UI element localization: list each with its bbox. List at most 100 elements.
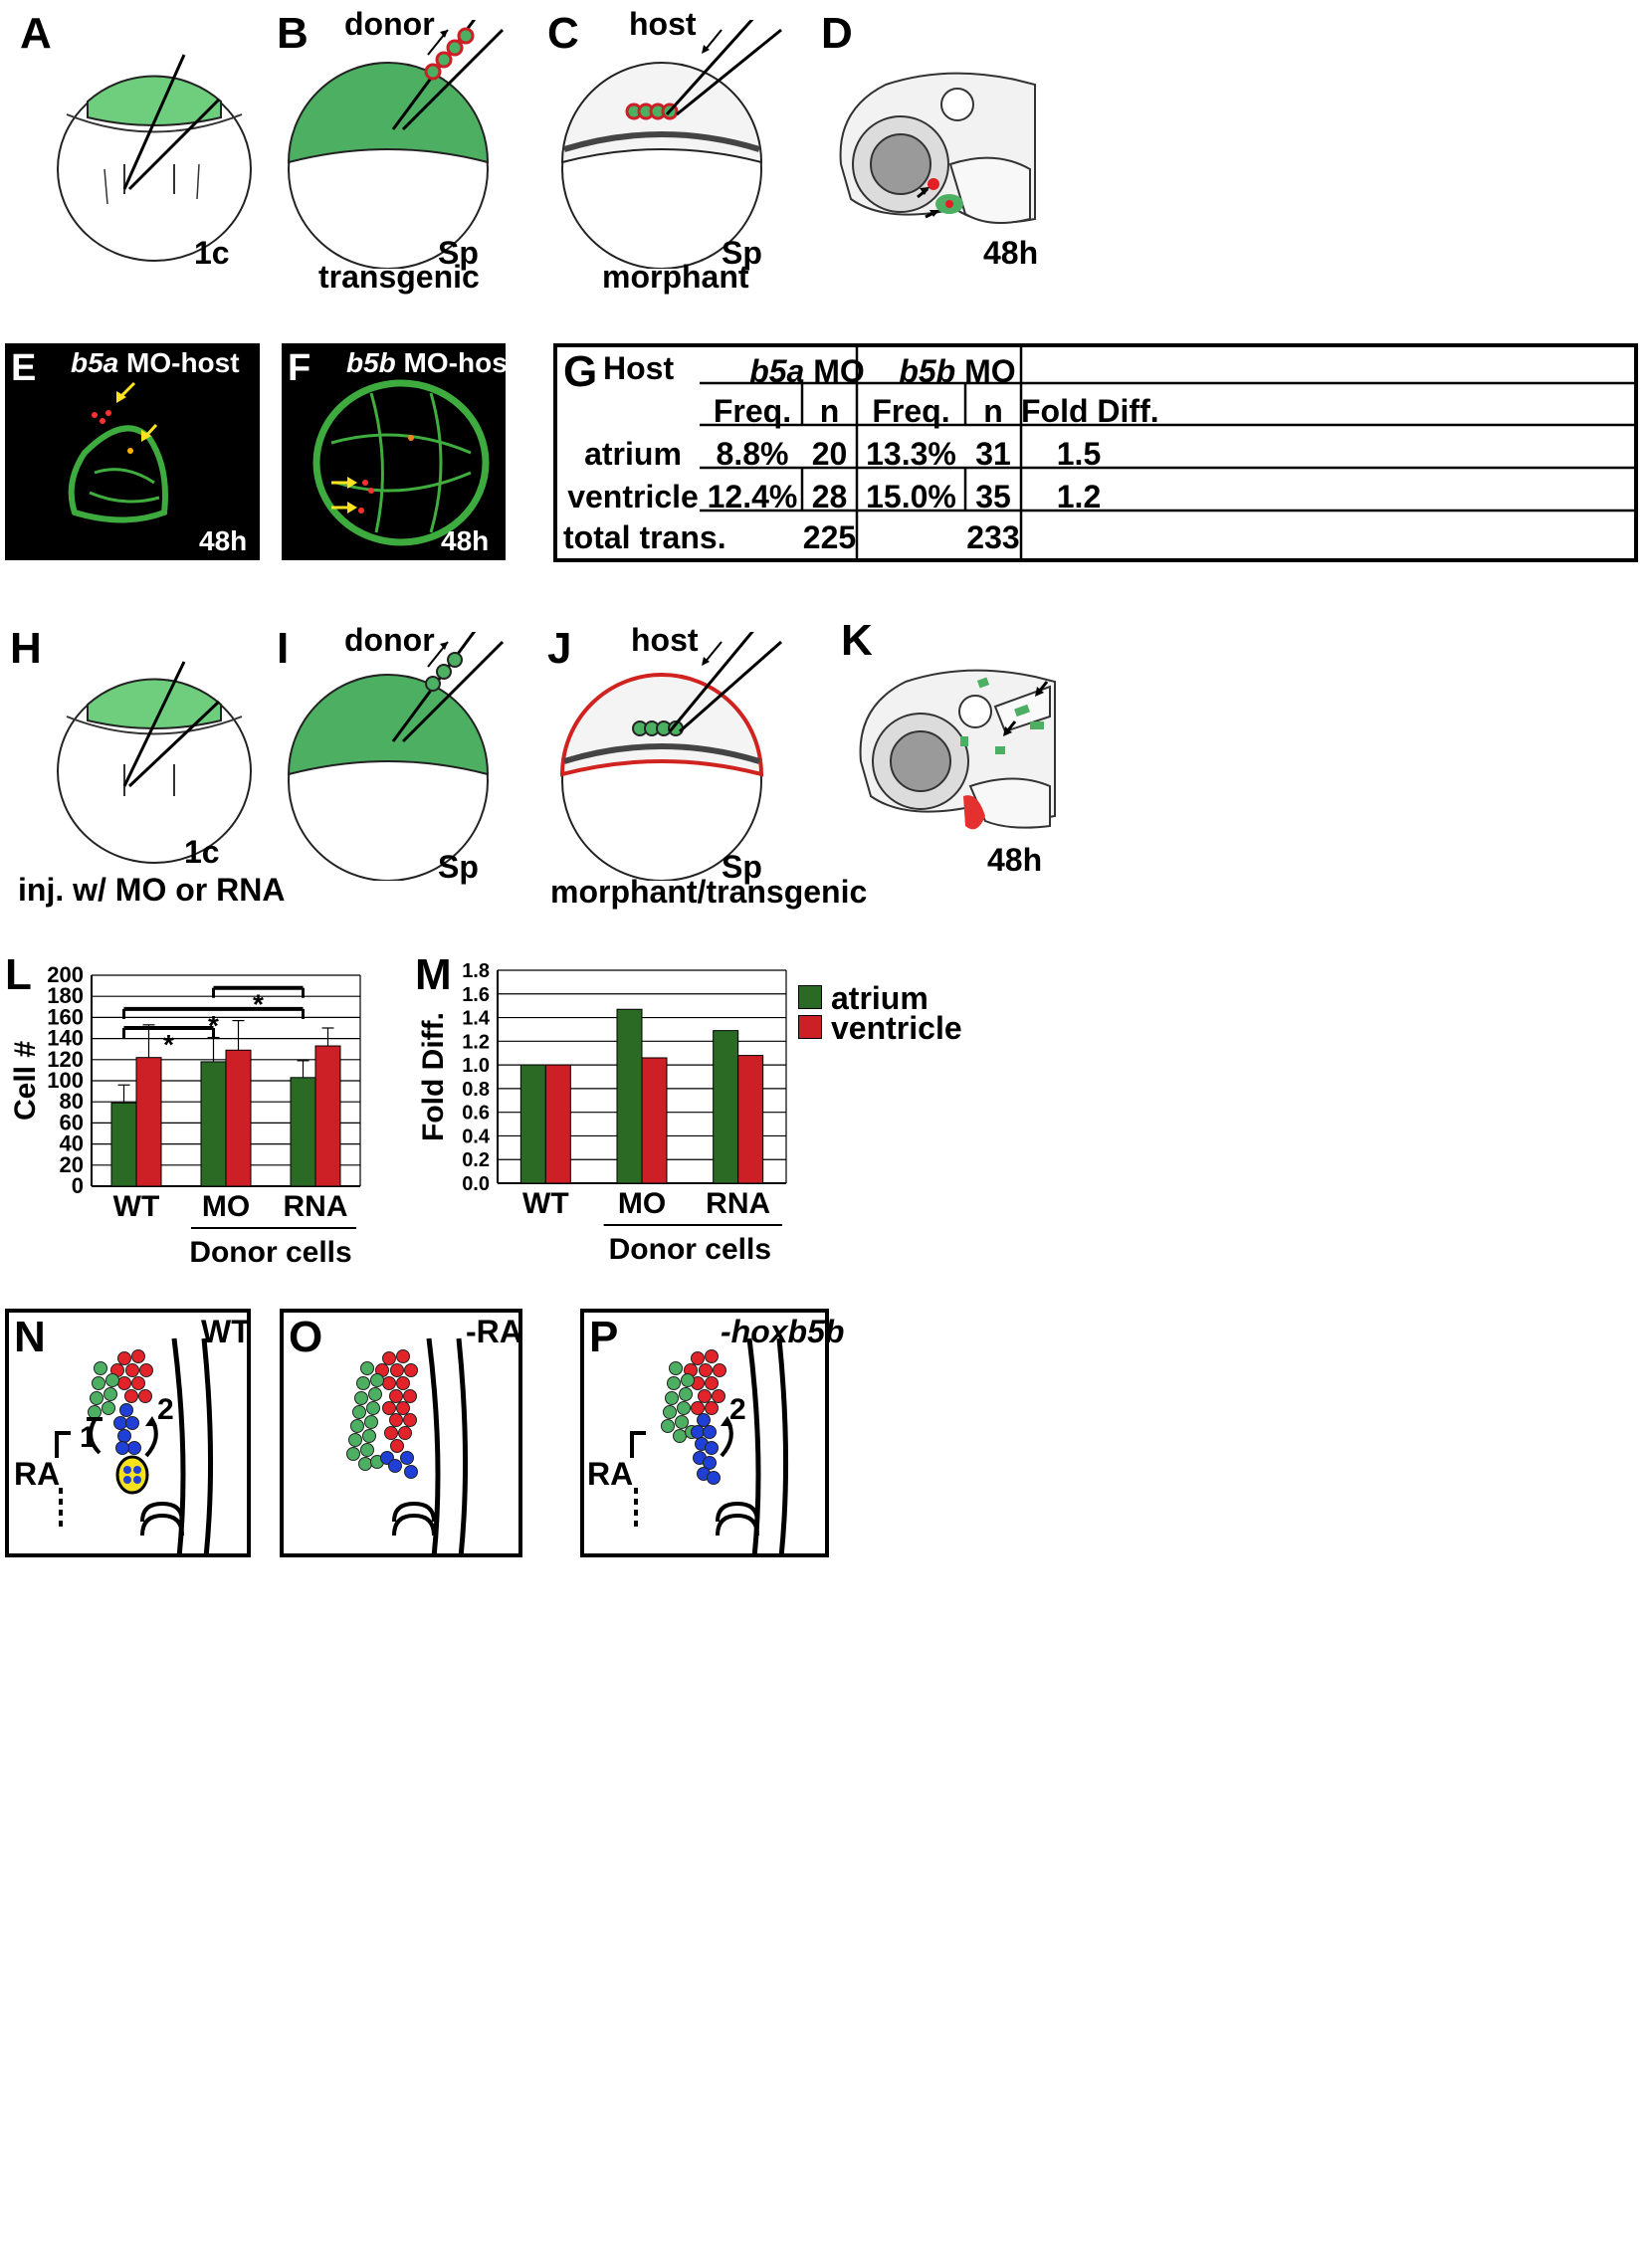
table-g-cell: 13.3% [866,436,956,472]
table-g-cell: 28 [811,479,848,514]
cell-atrial [679,1387,693,1401]
table-g-cell: 8.8% [716,436,789,472]
table-g-cell: 20 [811,436,848,472]
panel-label-n: N [14,1313,46,1361]
cell-ventricular [131,1376,145,1390]
cell-ventricular [117,1351,131,1365]
cell-ventricular [396,1376,410,1390]
cell-progenitor [703,1425,717,1439]
bar-atrium [713,1030,739,1184]
significance-star: * [163,1029,174,1060]
model-n-ra: RA [14,1456,61,1492]
cell-progenitor [703,1456,717,1470]
y-tick-label: 0.4 [462,1126,491,1147]
table-g-row-label: ventricle [567,479,699,514]
cell-atrial [665,1391,679,1405]
cell-ventricular [131,1349,145,1363]
panel-label-m: M [415,950,452,999]
table-g-cell: 233 [966,519,1020,555]
cell-ventricular [404,1363,418,1377]
gene-e: b5a [71,347,119,378]
cell-ventricular [705,1401,719,1415]
y-axis-label: Fold Diff. [418,1012,450,1141]
cell-ventricular [384,1426,398,1440]
cell-ventricular [699,1363,713,1377]
model-n-cells [88,1349,153,1455]
model-n-step-1: 1 [80,1421,97,1454]
x-tick-label: WT [113,1190,160,1223]
model-n-frame [5,1309,251,1557]
y-tick-label: 0.6 [462,1103,490,1125]
bar-atrium [110,1102,137,1187]
cell-ventricular [389,1413,403,1427]
caption-b-bottom: transgenic [318,259,480,295]
cell-atrial [352,1405,366,1419]
cell-progenitor [400,1451,414,1465]
panel-label-g: G [563,347,598,396]
title-e: b5a MO-host [71,349,240,377]
table-g-col-b5a: b5a MO [708,355,907,387]
embryo-diagram-j [559,632,782,881]
model-p-ra: RA [587,1456,634,1492]
panel-label-j: J [547,624,572,673]
model-n-corner: WT [201,1314,251,1349]
cell-ventricular [125,1363,139,1377]
cell-atrial [675,1415,689,1429]
cell-atrial [346,1447,360,1461]
table-g-sub-n-b: n [983,393,1003,429]
caption-d: 48h [983,235,1039,271]
cell-ventricular [382,1351,396,1365]
cell-progenitor [707,1471,721,1485]
panel-label-d: D [821,9,853,58]
cell-atrial [681,1373,695,1387]
caption-j-top: host [631,622,699,658]
cell-ventricular [390,1439,404,1453]
cell-atrial [92,1376,105,1390]
legend-swatch-atrium [798,985,822,1009]
y-tick-label: 0.0 [462,1173,490,1195]
y-tick-label: 140 [47,1026,84,1051]
table-g-col-b5b-suffix: MO [955,353,1016,389]
cell-atrial [669,1361,683,1375]
legend-label-ventricle: ventricle [831,1010,962,1046]
caption-b-top: donor [344,6,435,42]
x-tick-label: MO [202,1190,250,1223]
embryo-diagram-a [57,54,252,262]
cell-atrial [370,1373,384,1387]
bar-ventricle [737,1055,764,1184]
x-tick-label: WT [522,1187,569,1220]
cell-progenitor [691,1425,705,1439]
y-tick-label: 200 [47,962,84,987]
stage-i: Sp [438,849,479,885]
caption-k: 48h [987,842,1043,878]
cell-atrial [368,1387,382,1401]
model-p-diagram [630,1337,789,1557]
cell-progenitor [705,1441,719,1455]
stage-c: Sp [722,235,762,271]
panel-label-f: F [288,347,311,389]
y-tick-label: 160 [47,1004,84,1029]
cell-progenitor [115,1441,129,1455]
panel-label-o: O [289,1313,323,1361]
table-g-sub-fold: Fold Diff. [1021,393,1159,429]
cell-atrial [102,1401,115,1415]
embryo-diagram-b [287,20,505,269]
table-g-host: Host [603,350,675,386]
cell-ventricular [382,1376,396,1390]
cell-ventricular [382,1401,396,1415]
table-g-frame [553,343,1638,562]
x-axis-label: Donor cells [609,1233,771,1266]
table-g-col-b5b-gene: b5b [899,353,956,389]
table-g-cell: 1.5 [1056,436,1102,472]
cell-ventricular [691,1351,705,1365]
x-tick-label: MO [618,1187,666,1220]
cell-atrial [677,1401,691,1415]
suffix-f: MO-host [395,347,506,378]
cell-ventricular [705,1376,719,1390]
table-g-cell: 225 [802,519,857,555]
table-g-sub-n-a: n [819,393,840,429]
y-tick-label: 1.4 [462,1008,491,1030]
cell-atrial [350,1419,364,1433]
cell-ventricular [124,1389,138,1403]
